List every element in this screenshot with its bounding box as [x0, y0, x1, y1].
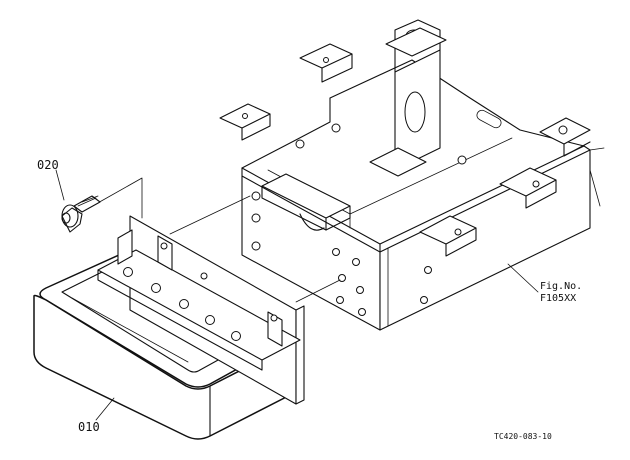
- part-label-020: 020: [37, 158, 59, 172]
- drawing-code: TC420-083-10: [494, 432, 552, 441]
- part-label-010: 010: [78, 420, 100, 434]
- tray-010: [33, 215, 305, 440]
- leader-010: [95, 397, 115, 421]
- fig-ref-number: F105XX: [540, 293, 577, 304]
- fig-ref-leader: [507, 263, 539, 293]
- alignment-lines: [95, 177, 341, 303]
- fig-ref-label: Fig.No.: [540, 281, 583, 292]
- bolt-020: [61, 195, 101, 233]
- leader-020: [55, 169, 65, 201]
- chassis-frame: [219, 19, 605, 331]
